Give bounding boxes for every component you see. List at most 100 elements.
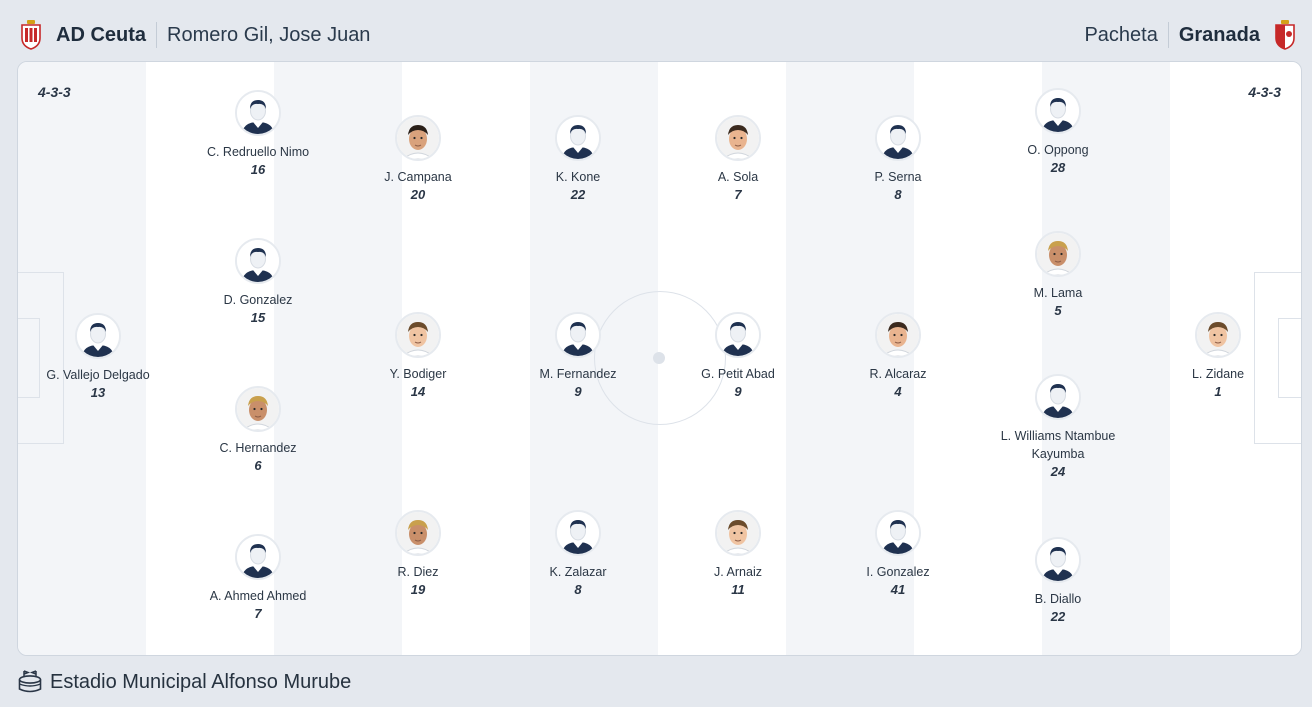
player-shirt-number: 15	[250, 310, 266, 325]
home-crest-icon	[21, 20, 41, 50]
player-silhouette-icon	[555, 510, 601, 556]
stadium-icon	[18, 670, 42, 693]
home-player-card[interactable]: C. Hernandez 6	[178, 386, 338, 475]
player-silhouette-icon	[1035, 88, 1081, 134]
venue-name[interactable]: Estadio Municipal Alfonso Murube	[50, 670, 352, 693]
away-player-card[interactable]: G. Petit Abad 9	[658, 312, 818, 401]
away-team-name[interactable]: Granada	[1178, 23, 1260, 46]
away-player-card[interactable]: O. Oppong 28	[978, 88, 1138, 177]
player-shirt-number: 41	[890, 582, 906, 597]
player-shirt-number: 9	[734, 384, 742, 399]
player-name: Y. Bodiger	[389, 367, 447, 381]
away-player-card[interactable]: P. Serna 8	[818, 115, 978, 204]
home-player-card[interactable]: Y. Bodiger 14	[338, 312, 498, 401]
away-player-card[interactable]: L. Williams Ntambue Kayumba 24	[978, 374, 1138, 481]
player-silhouette-icon	[235, 238, 281, 284]
player-name: A. Ahmed Ahmed	[209, 589, 307, 603]
player-shirt-number: 22	[1050, 609, 1066, 624]
away-crest-icon	[1275, 20, 1295, 50]
home-team-header: AD Ceuta Romero Gil, Jose Juan	[20, 19, 370, 51]
player-shirt-number: 7	[734, 187, 742, 202]
player-photo	[395, 510, 441, 556]
right-penalty-box	[1254, 272, 1301, 444]
player-shirt-number: 16	[250, 162, 266, 177]
away-coach-name[interactable]: Pacheta	[1084, 23, 1158, 46]
center-spot	[653, 352, 665, 364]
pitch-stripe	[274, 62, 402, 655]
away-player-card[interactable]: L. Zidane 1	[1138, 312, 1298, 401]
player-shirt-number: 11	[731, 582, 745, 597]
player-shirt-number: 5	[1054, 303, 1062, 318]
player-silhouette-icon	[75, 313, 121, 359]
player-name: K. Kone	[555, 170, 601, 184]
player-name: R. Alcaraz	[869, 367, 927, 381]
player-photo	[875, 312, 921, 358]
left-penalty-box	[18, 272, 64, 444]
away-player-card[interactable]: R. Alcaraz 4	[818, 312, 978, 401]
player-name: J. Campana	[384, 170, 452, 184]
player-photo	[395, 115, 441, 161]
player-shirt-number: 9	[574, 384, 582, 399]
player-shirt-number: 4	[894, 384, 902, 399]
player-photo	[395, 312, 441, 358]
match-lineup-header: AD Ceuta Romero Gil, Jose Juan Pacheta G…	[0, 0, 1312, 62]
player-name: C. Redruello Nimo	[206, 145, 310, 159]
player-photo	[1195, 312, 1241, 358]
player-name: G. Vallejo Delgado	[46, 368, 150, 382]
player-shirt-number: 14	[410, 384, 426, 399]
player-shirt-number: 6	[254, 458, 262, 473]
home-team-name[interactable]: AD Ceuta	[56, 23, 147, 46]
player-name: A. Sola	[717, 170, 759, 184]
player-shirt-number: 19	[410, 582, 426, 597]
player-silhouette-icon	[715, 312, 761, 358]
player-silhouette-icon	[235, 534, 281, 580]
home-player-card[interactable]: C. Redruello Nimo 16	[178, 90, 338, 179]
home-player-card[interactable]: A. Ahmed Ahmed 7	[178, 534, 338, 623]
player-photo	[715, 510, 761, 556]
away-player-card[interactable]: A. Sola 7	[658, 115, 818, 204]
home-coach-name[interactable]: Romero Gil, Jose Juan	[167, 23, 371, 46]
header-divider	[1167, 22, 1169, 48]
player-photo	[235, 386, 281, 432]
player-name: L. Williams Ntambue Kayumba	[1000, 429, 1116, 461]
home-formation: 4-3-3	[38, 84, 71, 100]
player-name: G. Petit Abad	[701, 367, 775, 381]
pitch-stripe	[914, 62, 1042, 655]
player-shirt-number: 13	[90, 385, 106, 400]
pitch-stripe	[1170, 62, 1301, 655]
venue-info: Estadio Municipal Alfonso Murube	[18, 668, 351, 696]
player-silhouette-icon	[875, 115, 921, 161]
player-silhouette-icon	[235, 90, 281, 136]
away-team-header: Pacheta Granada	[1084, 19, 1296, 51]
player-silhouette-icon	[875, 510, 921, 556]
player-silhouette-icon	[1035, 374, 1081, 420]
player-shirt-number: 8	[894, 187, 902, 202]
player-name: P. Serna	[874, 170, 922, 184]
player-shirt-number: 1	[1214, 384, 1222, 399]
player-shirt-number: 28	[1050, 160, 1066, 175]
player-shirt-number: 24	[1050, 464, 1066, 479]
player-name: L. Zidane	[1191, 367, 1245, 381]
player-name: K. Zalazar	[549, 565, 607, 579]
player-photo	[1035, 231, 1081, 277]
player-shirt-number: 7	[254, 606, 262, 621]
player-name: O. Oppong	[1027, 143, 1089, 157]
home-player-card[interactable]: G. Vallejo Delgado 13	[18, 313, 178, 402]
home-player-card[interactable]: J. Campana 20	[338, 115, 498, 204]
player-silhouette-icon	[555, 312, 601, 358]
player-name: M. Lama	[1033, 286, 1083, 300]
player-name: C. Hernandez	[219, 441, 297, 455]
player-silhouette-icon	[555, 115, 601, 161]
center-circle	[594, 291, 726, 425]
pitch-stripe	[786, 62, 914, 655]
away-player-card[interactable]: M. Lama 5	[978, 231, 1138, 320]
player-shirt-number: 20	[410, 187, 426, 202]
